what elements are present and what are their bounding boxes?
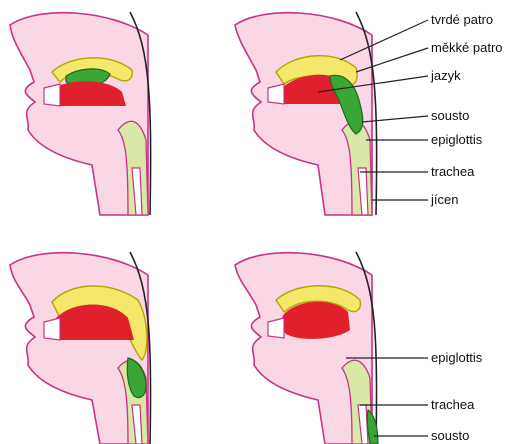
panel-stage-3 [10, 252, 151, 444]
teeth [268, 84, 284, 104]
label-mekke-patro: měkké patro [431, 40, 503, 55]
label-trachea: trachea [431, 164, 475, 179]
panel-stage-1 [10, 12, 151, 215]
teeth [268, 318, 284, 338]
panel-stage-4: epiglottis trachea sousto [235, 252, 483, 444]
teeth [44, 84, 60, 106]
panel-stage-2: tvrdé patro měkké patro jazyk sousto epi… [235, 12, 503, 215]
label-sousto: sousto [431, 108, 469, 123]
label-epiglottis: epiglottis [431, 132, 483, 147]
label-epiglottis: epiglottis [431, 350, 483, 365]
label-tvrde-patro: tvrdé patro [431, 12, 493, 27]
label-jicen: jícen [430, 192, 458, 207]
label-jazyk: jazyk [430, 68, 461, 83]
label-sousto: sousto [431, 428, 469, 443]
teeth [44, 318, 60, 340]
label-trachea: trachea [431, 397, 475, 412]
